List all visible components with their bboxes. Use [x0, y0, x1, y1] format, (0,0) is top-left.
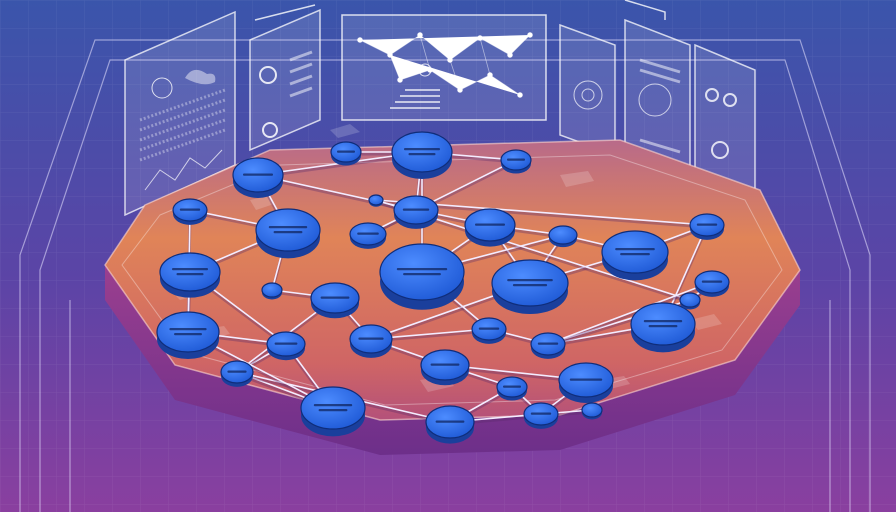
node-label-scribble [696, 223, 718, 226]
edge-shadow [257, 175, 417, 214]
node-label-scribble [408, 153, 436, 156]
panel-right [559, 23, 616, 157]
node-top [261, 282, 283, 298]
node-label-scribble [701, 280, 723, 283]
node-label-scribble [643, 320, 683, 323]
node-n1 [232, 157, 284, 198]
node-n16 [156, 311, 220, 359]
node-n23 [300, 386, 366, 437]
node-label-scribble [507, 279, 553, 282]
node-n10 [159, 252, 221, 298]
node-n5 [393, 195, 439, 229]
node-top [581, 402, 603, 418]
node-n24 [420, 349, 470, 386]
node-label-scribble [169, 328, 207, 331]
node-label-scribble [537, 342, 559, 345]
node-label-scribble [430, 363, 460, 366]
node-n33 [679, 292, 701, 310]
node-label-scribble [507, 158, 525, 161]
node-label-scribble [475, 223, 505, 226]
node-n29 [630, 302, 696, 353]
node-label-scribble [620, 253, 650, 256]
node-n4 [500, 149, 532, 174]
node-top [255, 208, 321, 252]
node-top [601, 230, 669, 274]
node-label-scribble [179, 208, 201, 211]
node-n8 [464, 208, 516, 247]
panel-left-2 [249, 8, 321, 152]
node-top [630, 302, 696, 346]
panel-top-right-tabs [254, 0, 666, 21]
node-label-scribble [274, 342, 298, 345]
node-top [391, 131, 453, 173]
node-n30 [523, 402, 559, 429]
node-label-scribble [313, 404, 353, 407]
node-label-scribble [227, 370, 247, 373]
node-label-scribble [402, 208, 430, 211]
node-top [548, 225, 578, 245]
node-label-scribble [273, 231, 303, 234]
platform-edge [105, 265, 800, 455]
node-n26 [425, 405, 475, 444]
node-top [679, 292, 701, 308]
node-top [159, 252, 221, 292]
node-n9 [172, 198, 208, 225]
node-label-scribble [503, 385, 521, 388]
node-label-scribble [478, 327, 500, 330]
node-label-scribble [176, 273, 204, 276]
node-label-scribble [318, 409, 348, 412]
node-top [379, 243, 465, 301]
node-label-scribble [358, 337, 384, 340]
node-n20 [471, 317, 507, 344]
node-label-scribble [569, 378, 603, 381]
node-label-scribble [396, 268, 448, 271]
node-n27 [496, 376, 528, 401]
node-top [300, 386, 366, 430]
node-label-scribble [268, 226, 308, 229]
node-label-scribble [435, 420, 465, 423]
node-top [491, 259, 569, 307]
node-label-scribble [172, 268, 208, 271]
node-n7 [349, 222, 387, 249]
node-n15 [601, 230, 669, 281]
node-n18 [310, 282, 360, 319]
nodes [156, 131, 730, 444]
edge-n25-n32 [547, 281, 713, 345]
node-label-scribble [403, 273, 441, 276]
node-label-scribble [337, 150, 355, 153]
node-n31 [581, 402, 603, 420]
node-n11 [261, 282, 283, 300]
node-label-scribble [174, 333, 202, 336]
node-label-scribble [512, 284, 548, 287]
node-label-scribble [648, 325, 678, 328]
node-label-scribble [530, 412, 552, 415]
node-label-scribble [357, 232, 379, 235]
node-n12 [379, 243, 465, 310]
edge-shadow [367, 160, 517, 238]
node-n34 [368, 194, 384, 207]
node-n25 [530, 332, 566, 359]
node-n2 [330, 141, 362, 166]
node-n22 [220, 360, 254, 387]
node-n6 [255, 208, 321, 259]
node-label-scribble [320, 296, 350, 299]
node-top [368, 194, 384, 206]
node-label-scribble [243, 173, 273, 176]
panel-center [341, 14, 547, 121]
node-label-scribble [404, 148, 440, 151]
node-n14 [548, 225, 578, 248]
node-top [156, 311, 220, 353]
node-n19 [266, 331, 306, 361]
node-n32 [694, 270, 730, 297]
panel-left [124, 10, 236, 217]
node-n13 [491, 259, 569, 315]
node-n21 [349, 324, 393, 358]
node-label-scribble [615, 248, 655, 251]
node-n3 [391, 131, 453, 179]
node-n28 [558, 362, 614, 403]
node-n17 [689, 213, 725, 240]
